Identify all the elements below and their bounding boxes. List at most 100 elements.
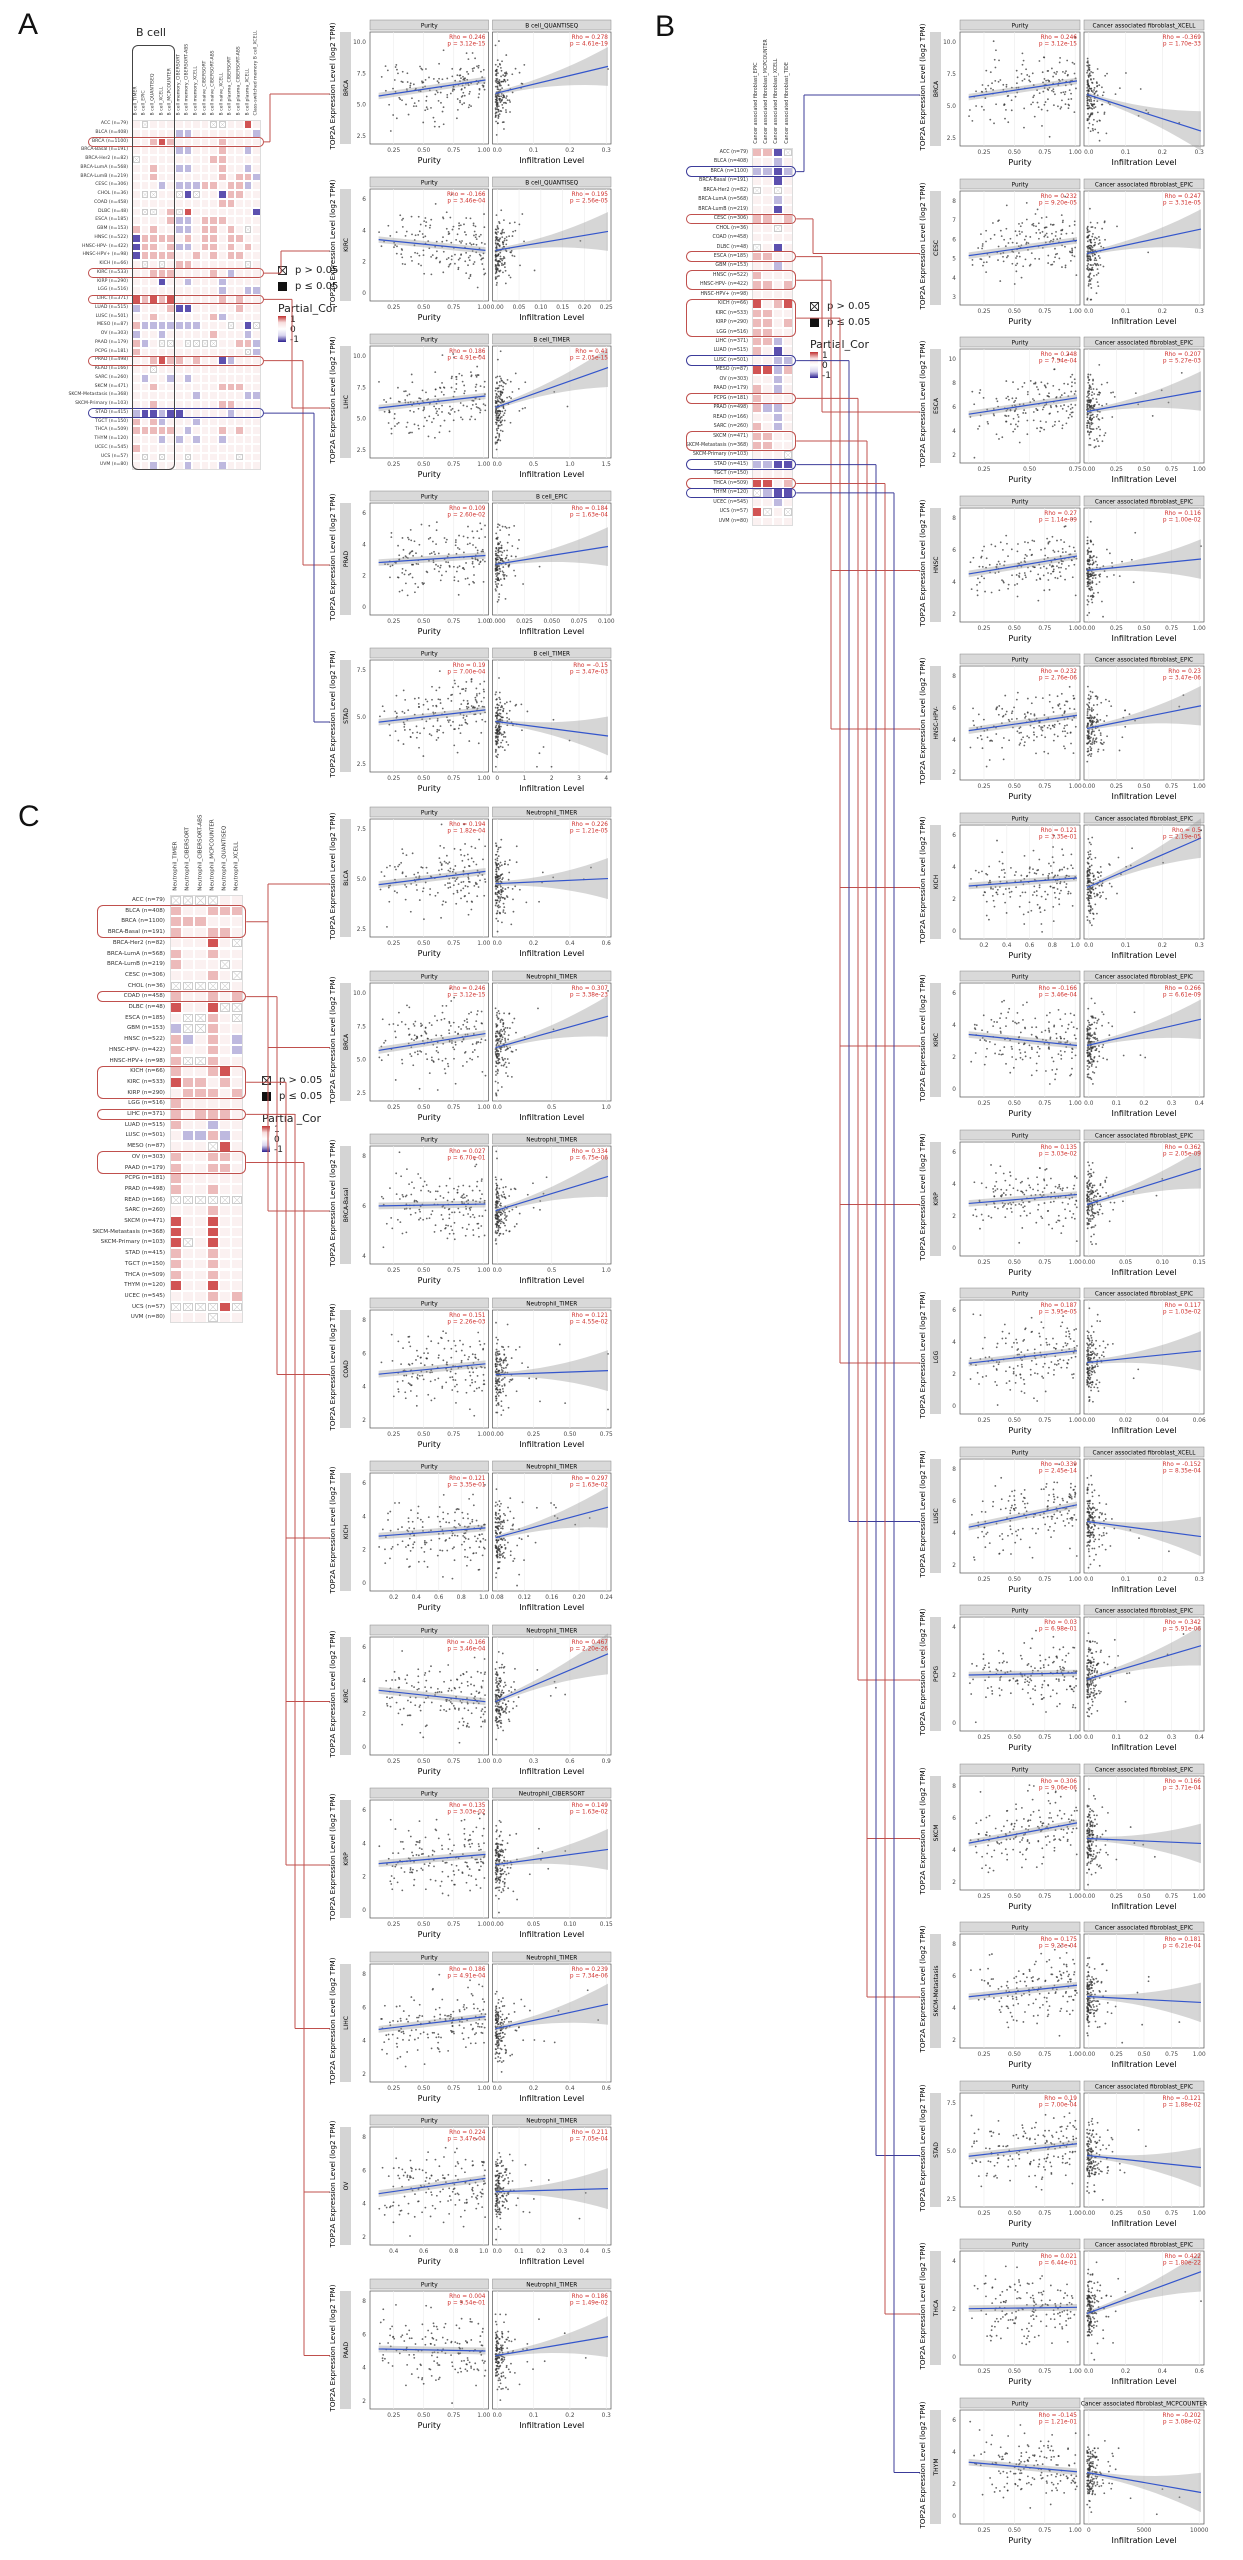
data-point <box>442 217 445 220</box>
data-point <box>983 109 985 111</box>
heatmap-cell-not-significant <box>167 339 174 347</box>
y-tick-label: 8 <box>952 674 956 680</box>
data-point <box>1065 232 1068 235</box>
data-point <box>1086 535 1089 538</box>
heatmap-column-label: Class-switched memory B cell_XCELL <box>253 30 259 116</box>
heatmap-cell <box>200 155 210 164</box>
data-point <box>1051 706 1054 709</box>
heatmap-row-label: TGCT (n=150) <box>124 1260 165 1267</box>
heatmap-cell <box>157 233 167 243</box>
data-point <box>513 525 516 527</box>
data-point <box>521 729 523 732</box>
data-point <box>428 76 430 79</box>
data-point <box>435 529 438 532</box>
data-point <box>1035 752 1037 755</box>
data-point <box>1091 225 1094 228</box>
cancer-label: KIRC <box>343 238 350 252</box>
heatmap-cell <box>183 435 193 444</box>
data-point <box>497 735 499 738</box>
heatmap-cell <box>192 356 201 365</box>
data-point <box>1015 241 1018 244</box>
data-point <box>1045 232 1048 234</box>
data-point <box>1063 540 1066 543</box>
data-point <box>403 390 406 393</box>
data-point <box>1096 414 1099 416</box>
heatmap-cell <box>243 303 253 313</box>
heatmap-cell <box>200 190 210 199</box>
data-point <box>502 243 505 246</box>
heatmap-cell <box>235 242 244 252</box>
heatmap-cell <box>218 155 227 164</box>
data-point <box>495 712 498 714</box>
heatmap-cell-not-significant <box>783 508 793 516</box>
data-point <box>499 439 502 442</box>
data-point <box>511 391 514 393</box>
heatmap-row-label: PCPG (n=181) <box>713 395 748 401</box>
data-point <box>468 90 471 93</box>
data-point <box>1032 101 1034 104</box>
data-point <box>470 678 473 681</box>
data-point <box>1041 729 1044 732</box>
data-point <box>498 746 500 749</box>
data-point <box>1067 405 1070 408</box>
data-point <box>496 375 499 378</box>
data-point <box>471 52 474 54</box>
data-point <box>514 372 517 375</box>
data-point <box>1024 715 1027 718</box>
data-point <box>462 688 465 690</box>
x-tick-label: 1.00 <box>477 776 490 782</box>
data-point <box>1052 104 1055 107</box>
data-point <box>473 574 475 576</box>
data-point <box>440 574 443 577</box>
heatmap-cell <box>762 270 773 281</box>
data-point <box>409 82 412 85</box>
data-point <box>480 731 483 734</box>
data-point <box>1018 732 1021 734</box>
data-point <box>1014 399 1017 402</box>
heatmap-cell <box>762 318 773 328</box>
data-point <box>495 409 497 412</box>
data-point <box>437 100 440 102</box>
data-point <box>456 546 459 549</box>
heatmap-cell <box>243 373 253 383</box>
data-point <box>1051 232 1053 235</box>
data-point <box>1069 376 1072 378</box>
data-point <box>503 261 506 264</box>
heatmap-cell <box>157 190 167 199</box>
data-point <box>1029 712 1032 715</box>
y-tick-label: 4 <box>952 738 956 744</box>
data-point <box>1034 382 1037 385</box>
data-point <box>497 110 500 113</box>
data-point <box>402 217 405 220</box>
data-point <box>1069 259 1072 262</box>
data-point <box>426 108 429 111</box>
data-point <box>457 685 460 688</box>
data-point <box>447 561 450 564</box>
heatmap-cell <box>192 181 201 190</box>
heatmap-row-label: SKCM-Primary (n=103) <box>75 401 128 406</box>
data-point <box>1054 247 1056 250</box>
heatmap-cell <box>218 225 227 234</box>
heatmap-row-label: UCS (n=57) <box>719 509 748 515</box>
data-point <box>1094 241 1096 244</box>
data-point <box>496 526 499 529</box>
data-point <box>494 389 497 392</box>
data-point <box>1031 223 1034 226</box>
heatmap-cell <box>192 312 201 322</box>
data-point <box>500 741 503 744</box>
x-tick-label: 0.50 <box>417 619 430 625</box>
data-point <box>1096 703 1099 706</box>
data-point <box>475 383 478 386</box>
data-point <box>384 89 387 92</box>
data-point <box>501 103 504 106</box>
panel-label-a: A <box>18 8 39 41</box>
data-point <box>459 257 461 260</box>
data-point <box>980 105 983 108</box>
data-point <box>475 720 478 723</box>
data-point <box>439 566 442 569</box>
data-point <box>497 704 500 707</box>
y-axis-title: TOP2A Expression Level (log2 TPM) <box>918 23 927 151</box>
data-point <box>1086 613 1089 616</box>
data-point <box>1099 391 1102 394</box>
heatmap-cell-not-significant <box>753 489 762 497</box>
